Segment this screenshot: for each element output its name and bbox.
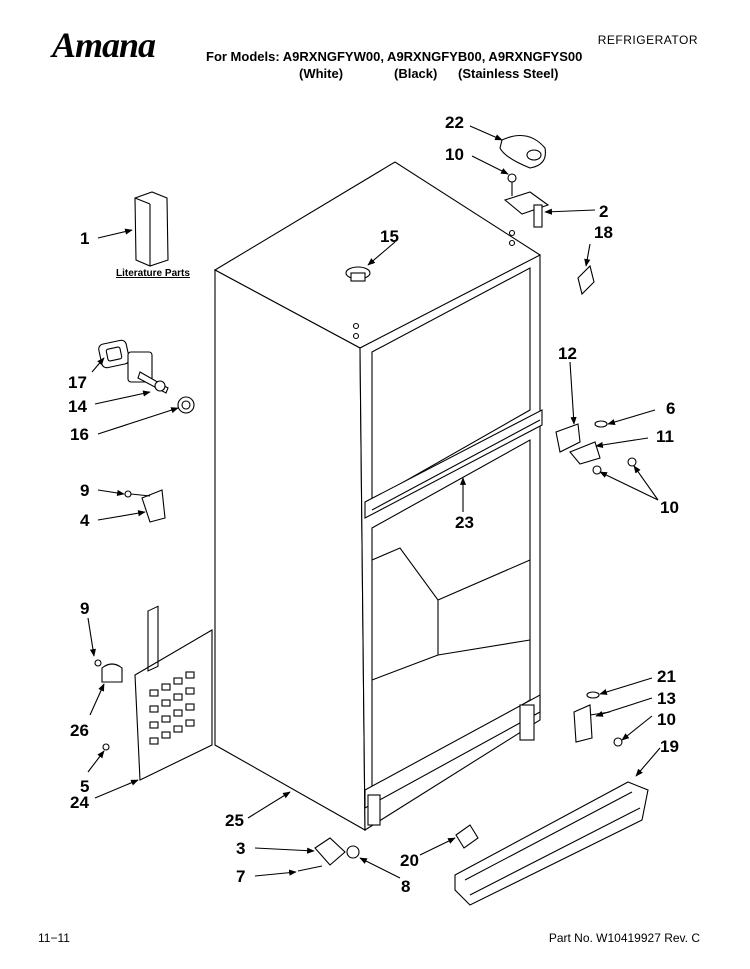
middle-hinge-right bbox=[555, 420, 637, 475]
literature-booklet bbox=[134, 191, 169, 267]
callout-18: 18 bbox=[594, 223, 613, 242]
top-hinge bbox=[503, 173, 550, 247]
middle-hinge-left bbox=[124, 489, 166, 523]
leader-lines bbox=[87, 125, 661, 879]
cabinet bbox=[213, 161, 543, 831]
top-plug bbox=[345, 266, 371, 282]
callout-4: 4 bbox=[80, 511, 90, 530]
callout-26: 26 bbox=[70, 721, 89, 740]
callout-labels: 22 10 2 18 15 1 17 14 16 12 6 11 10 9 4 … bbox=[68, 113, 679, 896]
handle-pin bbox=[127, 351, 169, 394]
callout-5: 5 bbox=[80, 777, 89, 796]
callout-17: 17 bbox=[68, 373, 87, 392]
callout-19: 19 bbox=[660, 737, 679, 756]
base-grille bbox=[454, 781, 649, 906]
footer-date: 11−11 bbox=[38, 931, 70, 945]
roller-assembly bbox=[297, 837, 360, 872]
doc-type: REFRIGERATOR bbox=[597, 33, 698, 47]
callout-1: 1 bbox=[80, 229, 89, 248]
callout-16: 16 bbox=[70, 425, 89, 444]
callout-10-top: 10 bbox=[445, 145, 464, 164]
callout-21: 21 bbox=[657, 667, 676, 686]
brand-logo: Amana bbox=[52, 25, 156, 65]
callout-8: 8 bbox=[401, 877, 410, 896]
grommet bbox=[177, 396, 195, 414]
callout-15: 15 bbox=[380, 227, 399, 246]
bottom-hinge bbox=[573, 691, 623, 747]
top-hinge-cover bbox=[499, 134, 546, 169]
callout-23: 23 bbox=[455, 513, 474, 532]
callout-11: 11 bbox=[656, 427, 674, 446]
hinge-cap bbox=[577, 264, 595, 296]
color-white: (White) bbox=[299, 66, 344, 81]
mullion bbox=[371, 419, 541, 511]
callout-10-bottom: 10 bbox=[657, 710, 676, 729]
callout-12: 12 bbox=[558, 344, 577, 363]
callout-9-upper: 9 bbox=[80, 481, 89, 500]
rear-access-cover bbox=[94, 605, 213, 781]
callout-6: 6 bbox=[666, 399, 675, 418]
callout-22: 22 bbox=[445, 113, 464, 132]
callout-20: 20 bbox=[400, 851, 419, 870]
callout-10-right: 10 bbox=[660, 498, 679, 517]
callout-14: 14 bbox=[68, 397, 87, 416]
handle-bezel bbox=[98, 339, 130, 369]
callout-9-lower: 9 bbox=[80, 599, 89, 618]
callout-7: 7 bbox=[236, 867, 245, 886]
callout-13: 13 bbox=[657, 689, 676, 708]
callout-2: 2 bbox=[599, 202, 608, 221]
literature-parts-label: Literature Parts bbox=[116, 268, 190, 279]
callout-24: 24 bbox=[70, 793, 89, 812]
callout-3: 3 bbox=[236, 839, 245, 858]
color-stainless: (Stainless Steel) bbox=[458, 66, 559, 81]
grille-clip bbox=[455, 824, 479, 849]
color-black: (Black) bbox=[394, 66, 438, 81]
callout-25: 25 bbox=[225, 811, 244, 830]
footer-part-number: Part No. W10419927 Rev. C bbox=[548, 931, 700, 945]
models-line: For Models: A9RXNGFYW00, A9RXNGFYB00, A9… bbox=[206, 49, 583, 64]
